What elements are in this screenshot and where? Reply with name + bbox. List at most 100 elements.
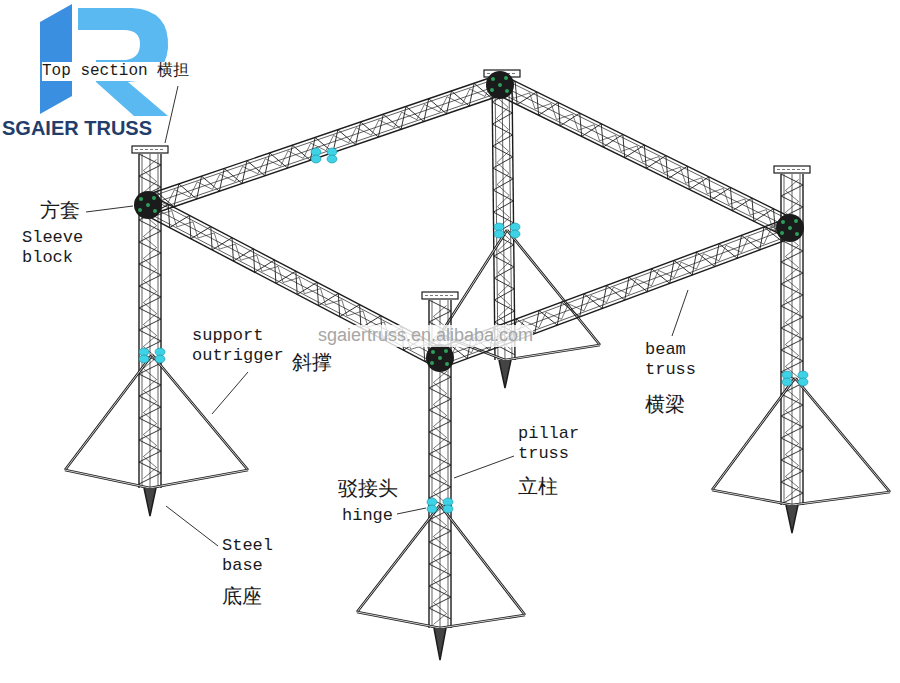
bolt: [444, 349, 448, 353]
part-label: beam truss: [645, 340, 706, 381]
part-label: 横梁: [645, 392, 685, 416]
outrigger-leg: [152, 355, 248, 470]
bolt: [431, 350, 435, 354]
truss-chord: [151, 94, 503, 214]
sleeve-block: [426, 344, 454, 372]
leader-line: [86, 206, 133, 212]
outrigger-leg: [792, 492, 890, 505]
outrigger-leg: [357, 612, 440, 628]
truss-lacing: [492, 80, 515, 355]
truss-frame: [65, 70, 890, 660]
sleeve-block: [486, 71, 514, 99]
hinge: [494, 223, 520, 238]
steel-base: [786, 505, 798, 533]
truss-chord: [504, 76, 794, 219]
outrigger-leg: [440, 505, 525, 615]
part-label: Top section 横担: [42, 62, 189, 81]
outrigger-leg: [505, 345, 600, 360]
bolt: [430, 361, 434, 365]
outrigger: [712, 378, 890, 533]
top-cap: [132, 146, 168, 153]
hinge-plate: [494, 230, 504, 238]
bolt: [146, 203, 150, 207]
part-label: hinge: [342, 506, 393, 526]
outrigger: [357, 505, 525, 660]
hinge-plate: [782, 378, 792, 386]
truss-chord: [509, 80, 512, 360]
part-label: support outrigger: [192, 326, 294, 367]
outrigger-leg: [357, 612, 440, 628]
bolt: [498, 83, 502, 87]
sleeve-block: [134, 191, 162, 219]
leader-line: [165, 86, 178, 143]
outrigger-leg: [65, 355, 152, 470]
steel-base: [144, 488, 156, 516]
truss-segment: [496, 76, 795, 237]
hinge: [311, 148, 337, 163]
bolt: [445, 362, 449, 366]
truss-lacing: [151, 83, 492, 214]
part-label: 斜撑: [292, 350, 332, 374]
truss-lacing: [152, 81, 493, 205]
outrigger-leg: [505, 345, 600, 360]
bolt: [139, 197, 143, 201]
top-section: [132, 146, 168, 153]
part-label: 立柱: [518, 474, 558, 498]
hinge-plate: [798, 378, 808, 386]
truss-chord: [145, 76, 497, 196]
outrigger-leg: [65, 355, 152, 470]
outrigger-leg: [440, 230, 507, 335]
outrigger-leg: [440, 615, 525, 628]
part-label: 方套: [40, 198, 80, 222]
bolt: [152, 196, 156, 200]
hinge: [427, 498, 453, 513]
outrigger-leg: [440, 230, 507, 335]
leader-line: [454, 456, 514, 478]
steel-base: [434, 628, 446, 660]
leader-lines: [86, 86, 688, 546]
watermark: sgaiertruss.en.alibaba.com: [318, 325, 533, 347]
logo-bar: [40, 4, 72, 114]
hinge: [782, 371, 808, 386]
truss-chord: [497, 91, 787, 234]
truss-chord: [503, 79, 793, 222]
hinge: [139, 348, 165, 363]
outrigger: [65, 355, 248, 516]
bolt: [780, 231, 784, 235]
sleeve-block: [776, 214, 804, 242]
top-section: [774, 166, 810, 173]
part-label: pillar truss: [518, 424, 589, 465]
bolt: [794, 219, 798, 223]
truss-lacing: [508, 82, 788, 225]
outrigger-leg: [712, 378, 795, 490]
truss-chord: [146, 78, 498, 198]
leader-line: [166, 506, 218, 546]
top-cap: [777, 169, 807, 170]
bolt: [795, 232, 799, 236]
bolt: [781, 220, 785, 224]
outrigger-leg: [792, 492, 890, 505]
leader-line: [672, 290, 688, 336]
bolt: [505, 89, 509, 93]
hinge-plate: [327, 155, 337, 163]
top-cap: [422, 292, 458, 299]
sleeve-block: [486, 71, 514, 99]
hinge-plate: [510, 230, 520, 238]
outrigger-leg: [150, 470, 248, 488]
outrigger-leg: [440, 615, 525, 628]
outrigger-leg: [712, 378, 795, 490]
leader-line: [397, 508, 426, 514]
part-label: Sleeve block: [22, 228, 93, 269]
bolt: [153, 209, 157, 213]
truss-lacing: [496, 81, 776, 232]
top-cap: [774, 166, 810, 173]
bolt: [138, 208, 142, 212]
hinge-plate: [139, 355, 149, 363]
truss-chord: [492, 80, 495, 360]
hinge-plate: [443, 505, 453, 513]
outrigger-leg: [712, 490, 792, 505]
logo-mark: [40, 4, 168, 116]
truss-chord: [443, 237, 793, 367]
sleeve-block: [134, 191, 162, 219]
outrigger-leg: [795, 378, 890, 492]
